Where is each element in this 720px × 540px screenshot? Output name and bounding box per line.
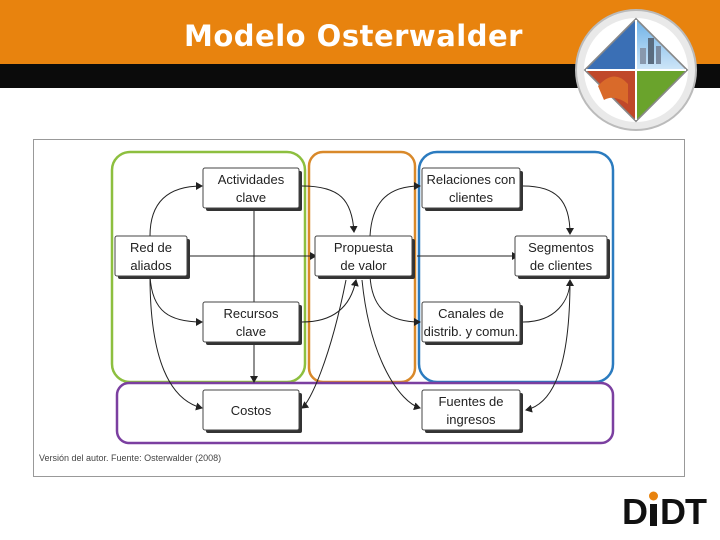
box-fuentes-label: Fuentes de (438, 394, 503, 409)
svg-text:DT: DT (660, 491, 707, 530)
box-segmentos-label: Segmentos (528, 240, 594, 255)
box-red: Red de aliados (114, 235, 190, 279)
box-costos-label: Costos (231, 403, 272, 418)
box-propuesta-label: Propuesta (334, 240, 394, 255)
didt-logo-icon: D DT (622, 491, 708, 530)
box-red-label: aliados (130, 258, 172, 273)
box-fuentes-label: ingresos (446, 412, 496, 427)
box-recursos-label: Recursos (224, 306, 279, 321)
box-segmentos-label: de clientes (530, 258, 593, 273)
box-canales: Canales de distrib. y comun. (421, 301, 523, 345)
box-recursos-label: clave (236, 324, 266, 339)
diagram-frame (33, 139, 685, 477)
box-canales-label: distrib. y comun. (424, 324, 519, 339)
box-fuentes: Fuentes de ingresos (421, 389, 523, 433)
source-caption: Versión del autor. Fuente: Osterwalder (… (39, 453, 222, 463)
svg-text:D: D (622, 491, 647, 530)
box-relaciones-label: clientes (449, 190, 494, 205)
group-finanzas (115, 381, 615, 445)
box-propuesta: Propuesta de valor (314, 235, 415, 279)
box-actividades-label: Actividades (218, 172, 285, 187)
emblem-logo-icon (575, 9, 697, 131)
box-propuesta-label: de valor (340, 258, 387, 273)
page-title: Modelo Osterwalder (184, 19, 523, 53)
box-relaciones-label: Relaciones con (427, 172, 516, 187)
box-recursos: Recursos clave (202, 301, 302, 345)
box-costos: Costos (202, 389, 302, 433)
box-actividades: Actividades clave (202, 167, 302, 211)
box-segmentos: Segmentos de clientes (514, 235, 610, 279)
box-relaciones: Relaciones con clientes (421, 167, 523, 211)
box-red-label: Red de (130, 240, 172, 255)
box-actividades-label: clave (236, 190, 266, 205)
box-canales-label: Canales de (438, 306, 504, 321)
